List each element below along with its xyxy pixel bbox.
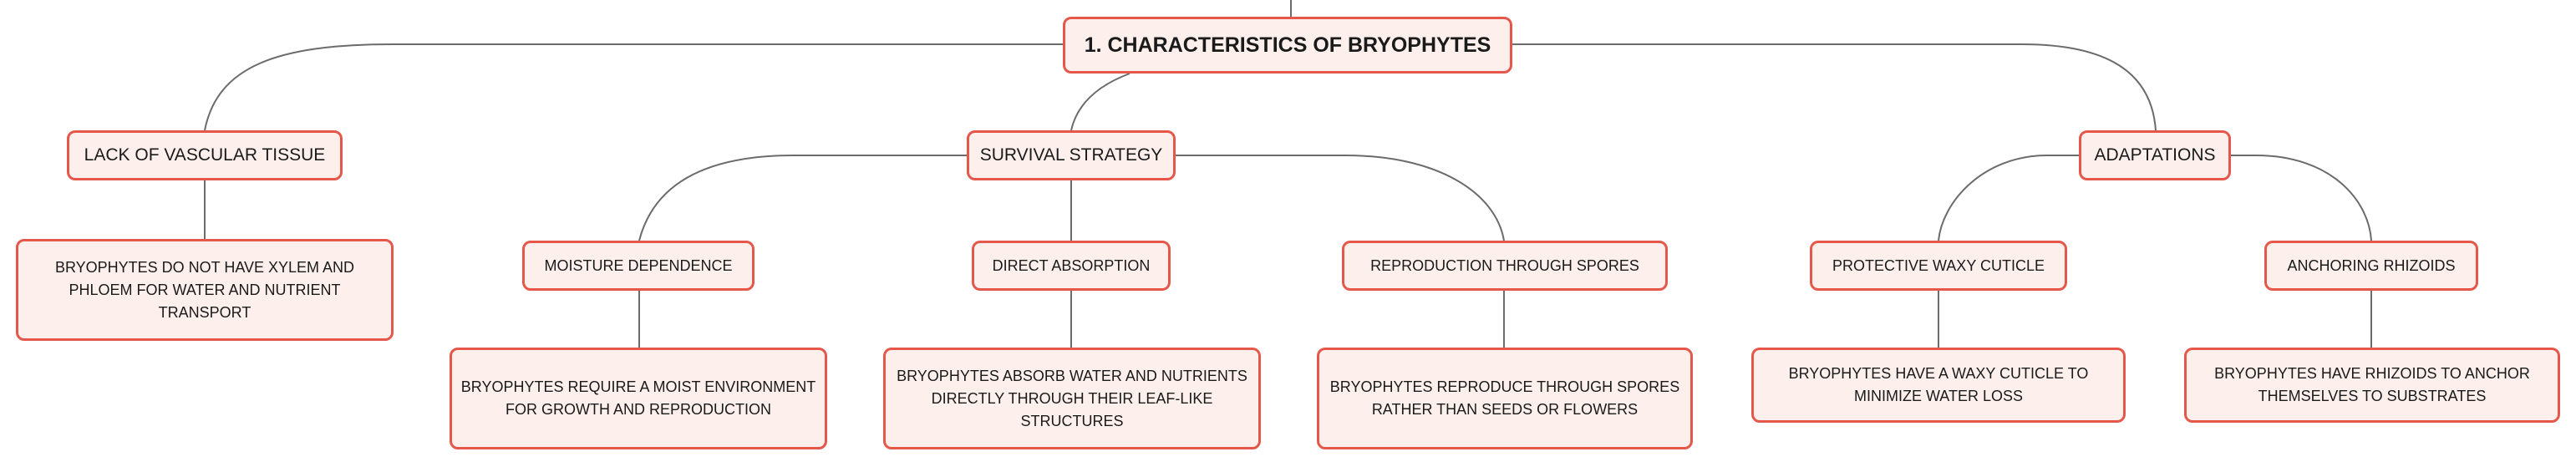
detail-protective-waxy-cuticle[interactable]: BRYOPHYTES HAVE A WAXY CUTICLE TO MINIMI… [1751,348,2126,423]
connector-survival-spores [1176,155,1505,241]
detail-direct-absorption[interactable]: BRYOPHYTES ABSORB WATER AND NUTRIENTS DI… [883,348,1261,449]
topic-moisture-dependence[interactable]: MOISTURE DEPENDENCE [522,241,755,291]
topic-anchoring-rhizoids[interactable]: ANCHORING RHIZOIDS [2264,241,2478,291]
detail-reproduction-through-spores[interactable]: BRYOPHYTES REPRODUCE THROUGH SPORES RATH… [1317,348,1693,449]
topic-direct-absorption[interactable]: DIRECT ABSORPTION [972,241,1171,291]
connector-adaptations-cuticle [1938,155,2079,241]
detail-lack-of-vascular-tissue[interactable]: BRYOPHYTES DO NOT HAVE XYLEM AND PHLOEM … [16,239,394,341]
topic-survival-strategy[interactable]: SURVIVAL STRATEGY [967,130,1176,180]
root-topic[interactable]: 1. CHARACTERISTICS OF BRYOPHYTES [1063,17,1512,74]
connector-root-survival-strategy [1070,73,1130,131]
detail-moisture-dependence[interactable]: BRYOPHYTES REQUIRE A MOIST ENVIRONMENT F… [450,348,827,449]
connector-adaptations-rhizoids [2231,155,2372,241]
detail-anchoring-rhizoids[interactable]: BRYOPHYTES HAVE RHIZOIDS TO ANCHOR THEMS… [2184,348,2560,423]
topic-reproduction-through-spores[interactable]: REPRODUCTION THROUGH SPORES [1342,241,1668,291]
connector-root-adaptations [1512,43,2157,131]
connector-root-lack-of-vascular-tissue [204,43,1063,131]
topic-lack-of-vascular-tissue[interactable]: LACK OF VASCULAR TISSUE [67,130,343,180]
topic-adaptations[interactable]: ADAPTATIONS [2079,130,2231,180]
topic-protective-waxy-cuticle[interactable]: PROTECTIVE WAXY CUTICLE [1810,241,2067,291]
connector-survival-moisture [638,155,967,241]
